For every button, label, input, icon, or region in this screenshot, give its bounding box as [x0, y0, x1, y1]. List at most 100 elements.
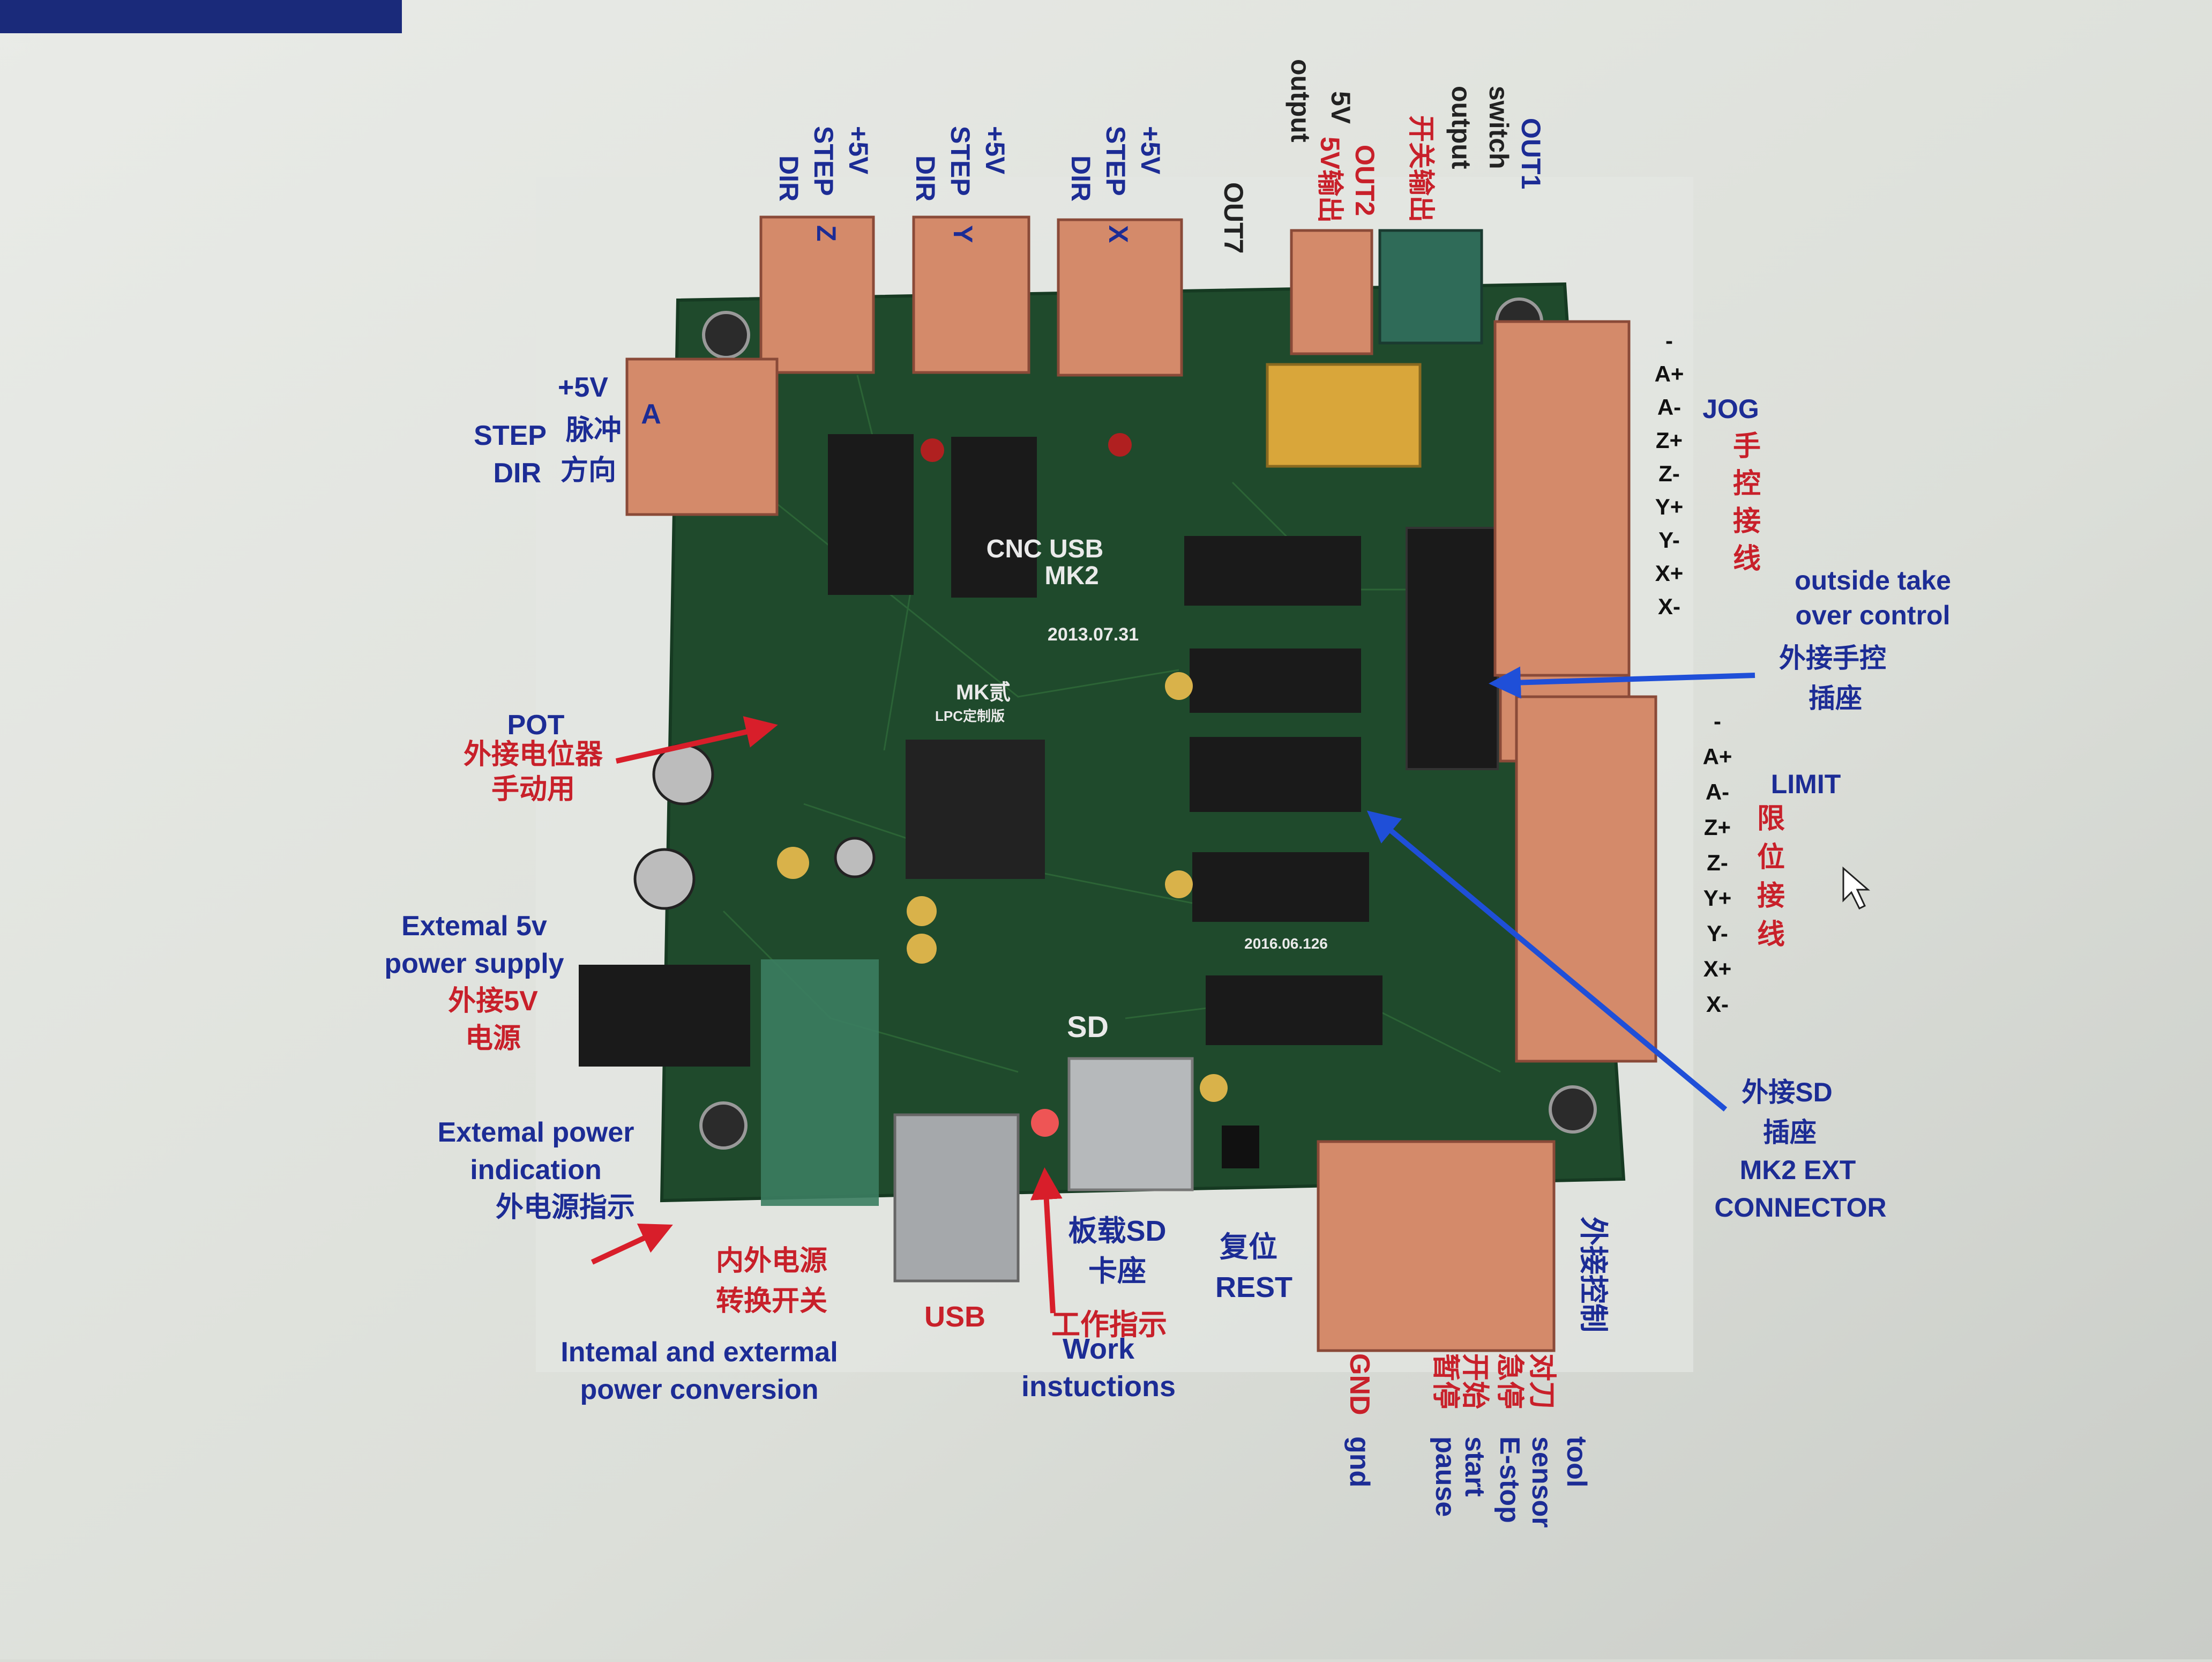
out2-en1-label: 5V: [1326, 91, 1356, 124]
ext-power-ind-cn-label: 外电源指示: [496, 1192, 635, 1223]
onboard-sd-cn1-label: 板载SD: [1068, 1215, 1166, 1247]
limit-pin-1: A+: [1703, 744, 1732, 769]
a-step-label: STEP: [474, 420, 547, 451]
board-name-line1: CNC USB: [987, 535, 1104, 563]
board-date: 2013.07.31: [1048, 624, 1139, 645]
led-1: [921, 438, 944, 462]
ext-sd-cn2-label: 插座: [1763, 1117, 1817, 1147]
ext-control-cn-label: 外接控制: [1577, 1217, 1609, 1332]
jog-pin-0: -: [1665, 328, 1673, 353]
limit-pin-8: X-: [1706, 992, 1729, 1017]
work-en2-label: instuctions: [1021, 1370, 1176, 1403]
y-axis-label: Y: [948, 225, 978, 243]
board-sd-silk: SD: [1067, 1010, 1109, 1044]
jog-en-label: JOG: [1702, 394, 1759, 424]
limit-pin-5: Y+: [1703, 885, 1732, 911]
sd-slot: [1067, 1057, 1194, 1191]
ic-chips: [828, 434, 1382, 1045]
y-5v-label: +5V: [980, 126, 1010, 175]
terminal-z: [759, 215, 875, 374]
onboard-sd-cn2-label: 卡座: [1088, 1255, 1146, 1287]
board-mk-label: MK贰: [956, 681, 1011, 704]
out2-label: OUT2: [1350, 145, 1380, 216]
led-2: [1108, 433, 1132, 457]
jog-cn-0: 手: [1733, 431, 1761, 462]
a-dir-label: DIR: [493, 458, 541, 489]
jog-pin-6: Y-: [1658, 527, 1680, 553]
terminal-blocks: [625, 215, 1657, 1352]
outside-arrow: [1489, 666, 1755, 699]
limit-cn-2: 接: [1757, 881, 1785, 912]
a-dir-cn-label: 方向: [561, 455, 616, 486]
capacitors: [777, 672, 1228, 1102]
terminal-cn-5: GND: [1344, 1353, 1375, 1415]
usb-label: USB: [924, 1301, 985, 1333]
ext5v-en1-label: Extemal 5v: [401, 911, 547, 942]
x-step-label: STEP: [1101, 126, 1131, 196]
terminal-control: [1317, 1140, 1556, 1352]
electrolytic-caps: [633, 743, 876, 910]
terminal-en-0: tool: [1561, 1436, 1592, 1487]
jog-header-socket: [1406, 527, 1499, 770]
y-dir-label: DIR: [910, 155, 940, 202]
z-5v-label: +5V: [843, 126, 873, 175]
out7-label: OUT7: [1219, 182, 1249, 254]
pot-cn2-label: 手动用: [491, 774, 575, 805]
z-step-label: STEP: [809, 126, 839, 196]
usb-port: [893, 1113, 1020, 1283]
limit-en-label: LIMIT: [1771, 769, 1841, 799]
limit-cn-3: 线: [1757, 919, 1785, 950]
outside-en1-label: outside take: [1795, 565, 1951, 595]
jog-pin-labels: -A+A-Z+Z-Y+Y-X+X-: [1655, 328, 1684, 619]
pot-cn1-label: 外接电位器: [464, 739, 603, 770]
jog-pin-7: X+: [1655, 561, 1684, 586]
terminal-en-2: E-stop: [1494, 1436, 1525, 1523]
limit-cn-0: 限: [1757, 803, 1785, 834]
x-5v-label: +5V: [1135, 126, 1165, 175]
work-led: [1031, 1109, 1059, 1137]
reset-en-label: REST: [1215, 1271, 1292, 1303]
outside-en2-label: over control: [1796, 600, 1951, 630]
limit-pin-7: X+: [1703, 956, 1732, 981]
limit-pin-4: Z-: [1707, 850, 1728, 875]
work-en1-label: Work: [1063, 1333, 1135, 1365]
terminal-en-1: sensor: [1526, 1436, 1557, 1528]
a-axis-label: A: [641, 399, 661, 430]
power-switch-cn1-label: 内外电源: [716, 1246, 827, 1277]
board-name-line2: MK2: [1044, 562, 1098, 590]
jog-cn-1: 控: [1733, 468, 1761, 500]
pot-en-label: POT: [507, 710, 565, 741]
relay: [1266, 363, 1422, 468]
limit-pin-2: A-: [1706, 779, 1729, 804]
ext5v-cn2-label: 电源: [465, 1023, 521, 1054]
ext-sd-en1-label: MK2 EXT: [1740, 1155, 1856, 1185]
x-axis-label: X: [1103, 225, 1133, 243]
work-led-arrow: [1030, 1167, 1063, 1314]
terminal-en-5: gnd: [1344, 1436, 1375, 1487]
work-cn-label: 工作指示: [1051, 1309, 1167, 1341]
jog-pin-8: X-: [1658, 594, 1680, 619]
terminal-y: [912, 215, 1030, 374]
board-lpc-label: LPC定制版: [935, 708, 1005, 724]
outside-cn1-label: 外接手控: [1779, 643, 1886, 673]
jog-pin-4: Z-: [1658, 461, 1680, 486]
power-module: [761, 959, 879, 1206]
mouse-cursor-icon: [1842, 866, 1871, 910]
dc-jack: [579, 965, 750, 1067]
ext5v-cn1-label: 外接5V: [448, 986, 538, 1017]
ext-power-ind-en2-label: indication: [470, 1154, 602, 1186]
out2-en2-label: output: [1286, 59, 1316, 143]
terminal-en-4: pause: [1430, 1436, 1461, 1517]
power-switch-en2-label: power conversion: [580, 1374, 819, 1405]
jog-cn-3: 线: [1733, 543, 1761, 575]
power-ind-arrow: [591, 1224, 673, 1265]
y-step-label: STEP: [945, 126, 975, 196]
terminal-jog: [1493, 320, 1631, 677]
terminal-x: [1057, 218, 1183, 377]
power-switch-cn2-label: 转换开关: [716, 1286, 827, 1317]
limit-pin-3: Z+: [1704, 815, 1731, 840]
limit-pin-0: -: [1714, 709, 1721, 734]
